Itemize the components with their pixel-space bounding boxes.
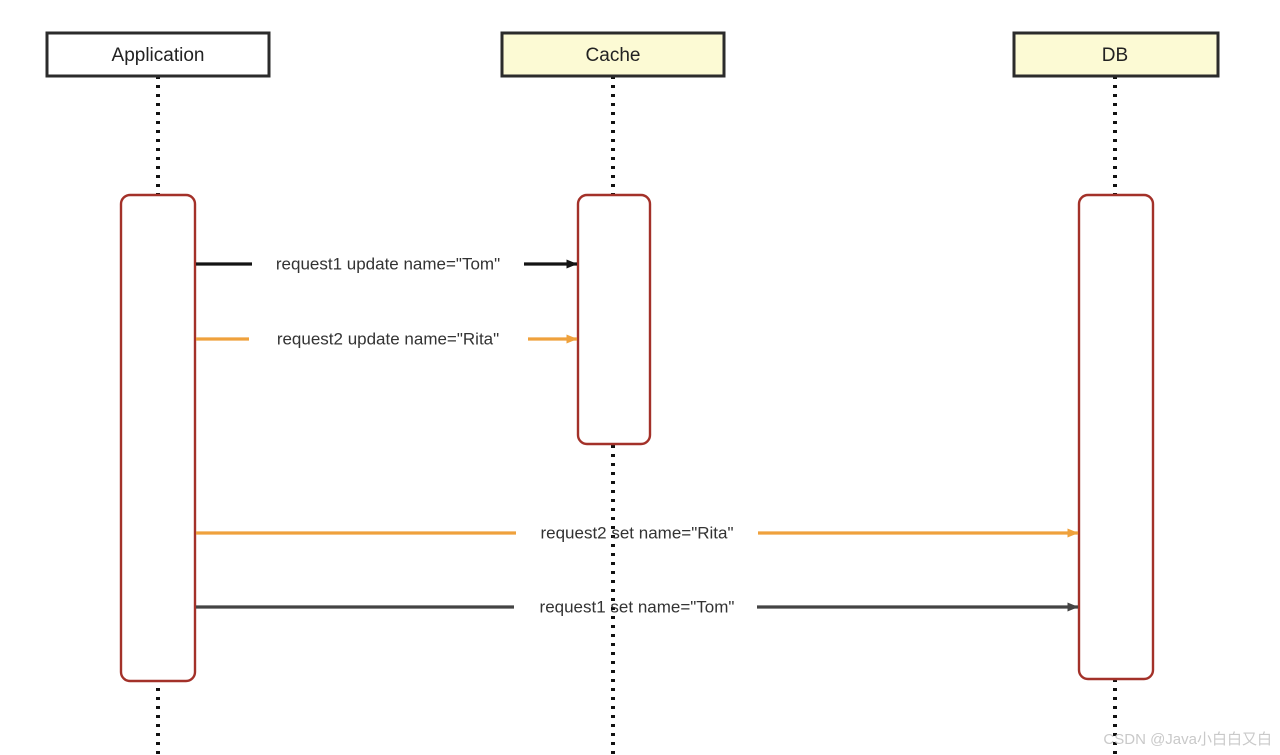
- activation-bar-cache: [576, 193, 652, 446]
- message-2[interactable]: request2 update name="Rita": [196, 329, 578, 348]
- message-1[interactable]: request1 update name="Tom": [196, 254, 578, 273]
- participant-application[interactable]: Application: [45, 31, 271, 78]
- message-label-3: request2 set name="Rita": [540, 523, 733, 542]
- message-label-1: request1 update name="Tom": [276, 254, 500, 273]
- participant-label-db: DB: [1102, 45, 1128, 66]
- message-4[interactable]: request1 set name="Tom": [196, 597, 1079, 616]
- activation-bar-application: [119, 193, 197, 683]
- participant-box-application[interactable]: [45, 31, 271, 78]
- message-label-4: request1 set name="Tom": [540, 597, 735, 616]
- participant-cache[interactable]: Cache: [500, 31, 726, 78]
- participant-box-cache[interactable]: [500, 31, 726, 78]
- activation-bar-db: [1077, 193, 1155, 681]
- participant-label-cache: Cache: [586, 45, 641, 66]
- message-label-2: request2 update name="Rita": [277, 329, 499, 348]
- message-3[interactable]: request2 set name="Rita": [196, 523, 1079, 542]
- participant-box-db[interactable]: [1012, 31, 1220, 78]
- participant-db[interactable]: DB: [1012, 31, 1220, 78]
- activation-bars-group: [119, 193, 1155, 683]
- csdn-watermark: CSDN @Java小白白又白: [1103, 731, 1272, 748]
- participant-label-application: Application: [112, 45, 205, 66]
